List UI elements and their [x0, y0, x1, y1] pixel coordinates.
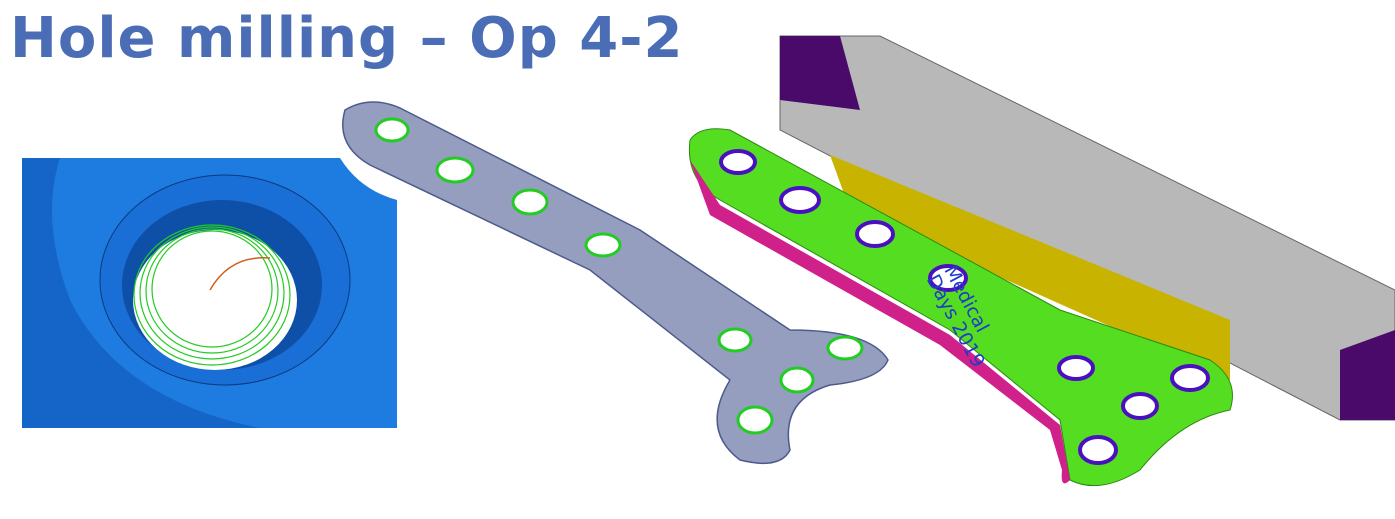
- slide-title: Hole milling – Op 4-2: [10, 6, 684, 71]
- plate-toolpath-view: [342, 101, 889, 465]
- fixture-plate-view: [688, 35, 1395, 487]
- hole-closeup-image: [22, 158, 397, 428]
- toolpath-spiral: [133, 224, 291, 366]
